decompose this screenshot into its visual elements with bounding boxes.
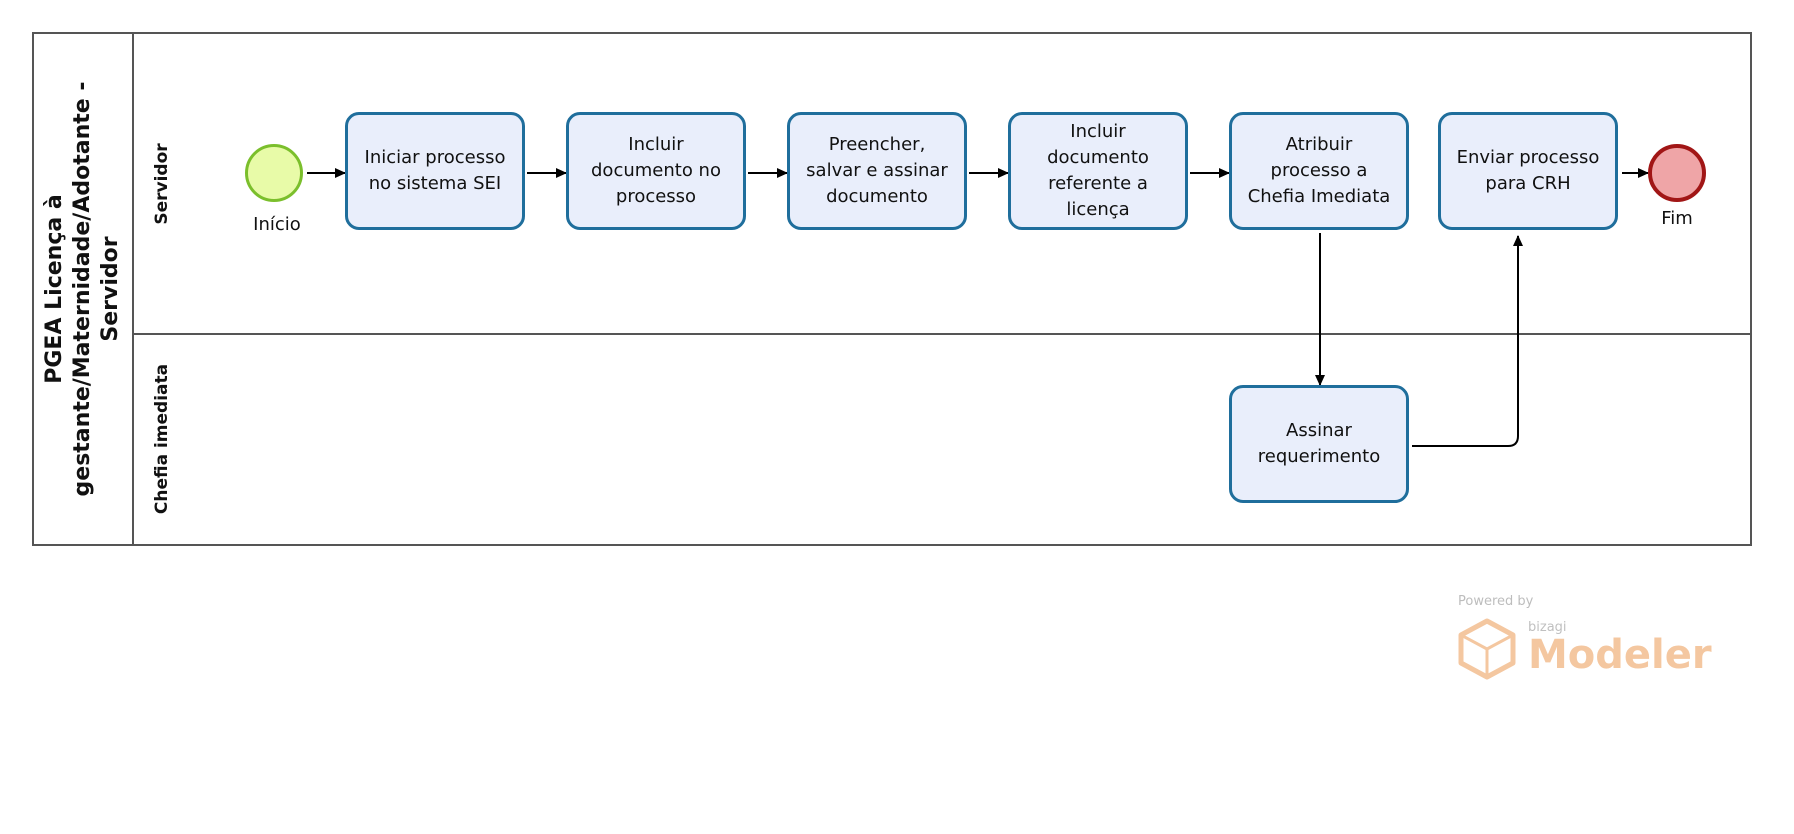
pool-frame xyxy=(32,32,1752,546)
end-event[interactable] xyxy=(1648,144,1706,202)
start-event-label: Início xyxy=(253,214,301,235)
task-enviar-crh[interactable]: Enviar processo para CRH xyxy=(1438,112,1618,230)
task-iniciar-processo[interactable]: Iniciar processo no sistema SEI xyxy=(345,112,525,230)
pool-title-cell xyxy=(32,32,134,546)
watermark-powered-by: Powered by xyxy=(1458,594,1534,609)
lane-divider xyxy=(134,333,1752,335)
watermark-brand: bizagi xyxy=(1528,620,1567,635)
task-incluir-documento-licenca[interactable]: Incluir documento referente a licença xyxy=(1008,112,1188,230)
flow-sign-to-task6 xyxy=(1412,235,1523,447)
task-atribuir-chefia[interactable]: Atribuir processo a Chefia Imediata xyxy=(1229,112,1409,230)
task-assinar-requerimento[interactable]: Assinar requerimento xyxy=(1229,385,1409,503)
bizagi-cube-icon xyxy=(1458,618,1516,680)
task-preencher-assinar[interactable]: Preencher, salvar e assinar documento xyxy=(787,112,967,230)
start-event[interactable] xyxy=(245,144,303,202)
watermark-product: Modeler xyxy=(1528,632,1712,678)
task-incluir-documento[interactable]: Incluir documento no processo xyxy=(566,112,746,230)
bizagi-watermark: Powered by bizagi Modeler xyxy=(1458,594,1718,684)
end-event-label: Fim xyxy=(1661,208,1693,229)
